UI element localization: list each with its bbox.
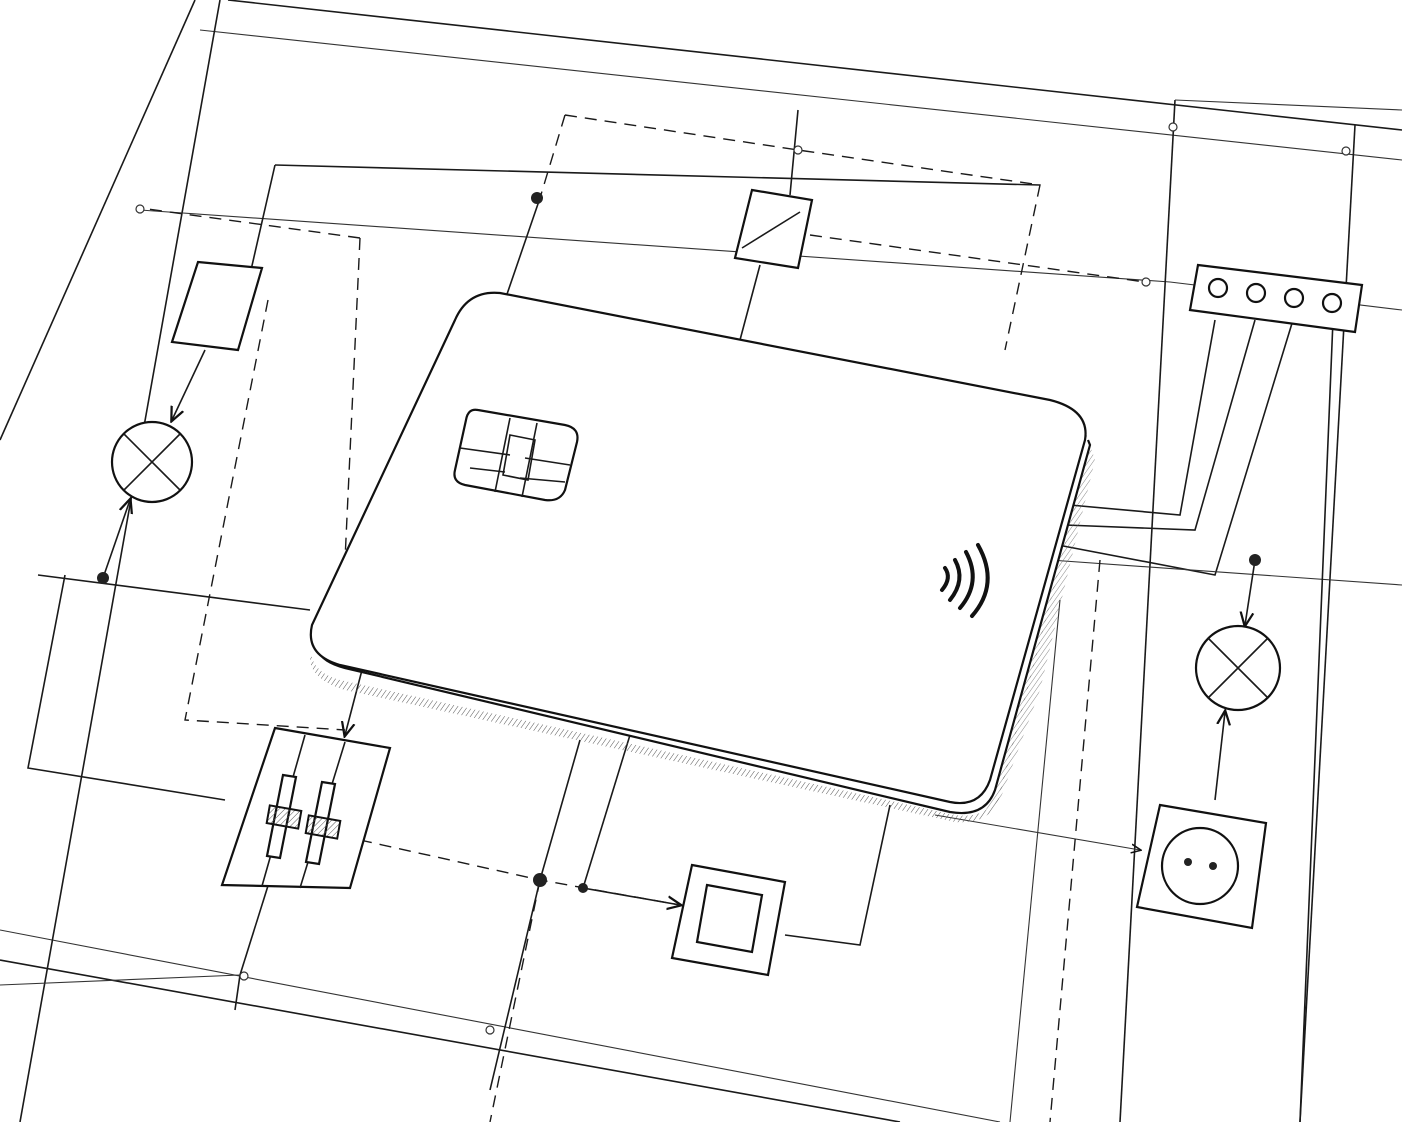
lamp-cross-icon — [1194, 624, 1282, 712]
square-in-square-icon — [670, 863, 787, 977]
emv-chip-icon — [453, 408, 579, 502]
terminal-block-icon — [1188, 263, 1364, 334]
dual-slider-icon — [220, 726, 392, 890]
junctions — [97, 122, 1351, 1035]
switch-icon — [733, 188, 814, 270]
control-lines — [139, 114, 1146, 1122]
contactless-smart-card — [309, 291, 1095, 823]
power-socket-icon — [1135, 803, 1268, 930]
nfc-waves-icon — [940, 543, 990, 618]
rectangle-component-icon — [170, 260, 264, 352]
lamp-cross-icon — [110, 420, 194, 504]
